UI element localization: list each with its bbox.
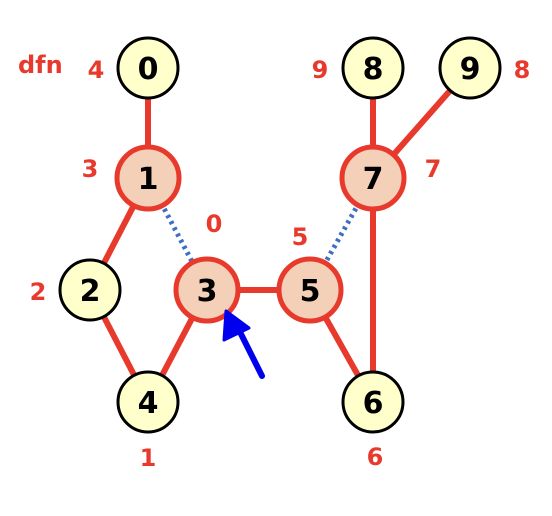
node-4: 4 — [116, 370, 180, 434]
node-8: 8 — [341, 36, 405, 100]
node-circle-6 — [341, 370, 405, 434]
node-circle-4 — [116, 370, 180, 434]
node-label-3: 3 — [197, 274, 218, 309]
node-9: 9 — [438, 36, 502, 100]
node-label-6: 6 — [363, 386, 384, 421]
node-7: 7 — [339, 144, 407, 212]
edges — [87, 66, 473, 404]
arrow-head — [222, 309, 251, 342]
node-5: 5 — [276, 256, 344, 324]
dfn-label-0: 4 — [88, 56, 105, 84]
dfn-legend-label: dfn — [18, 51, 63, 79]
node-2: 2 — [58, 258, 122, 322]
node-label-5: 5 — [300, 274, 321, 309]
dfn-label-4: 1 — [140, 444, 157, 472]
dfn-label-7: 7 — [425, 155, 442, 183]
node-circle-1 — [114, 144, 182, 212]
node-circle-3 — [173, 256, 241, 324]
node-circle-0 — [116, 36, 180, 100]
dfn-label-2: 2 — [30, 278, 47, 306]
arrow-shaft — [235, 325, 265, 379]
node-circle-2 — [58, 258, 122, 322]
node-label-4: 4 — [138, 386, 159, 421]
node-label-8: 8 — [363, 52, 384, 87]
nodes: 0 1 2 3 4 5 6 7 8 9 — [58, 36, 502, 434]
node-1: 1 — [114, 144, 182, 212]
node-label-0: 0 — [138, 52, 159, 87]
node-circle-9 — [438, 36, 502, 100]
dfn-label-5: 5 — [292, 223, 309, 251]
node-circle-5 — [276, 256, 344, 324]
dfn-label-1: 3 — [82, 155, 99, 183]
node-0: 0 — [116, 36, 180, 100]
dfn-labels: 4 3 2 0 1 5 6 7 9 8 — [30, 56, 531, 472]
node-label-9: 9 — [460, 52, 481, 87]
node-circle-8 — [341, 36, 405, 100]
node-label-2: 2 — [80, 274, 101, 309]
node-6: 6 — [341, 370, 405, 434]
dfn-label-9: 8 — [514, 56, 531, 84]
node-circle-7 — [339, 144, 407, 212]
node-3: 3 — [173, 256, 241, 324]
node-label-7: 7 — [363, 162, 384, 197]
node-label-1: 1 — [138, 162, 159, 197]
dfn-label-3: 0 — [206, 210, 223, 238]
arrow-icon — [222, 309, 265, 379]
dfn-label-6: 6 — [367, 443, 384, 471]
dfn-label-8: 9 — [312, 56, 329, 84]
